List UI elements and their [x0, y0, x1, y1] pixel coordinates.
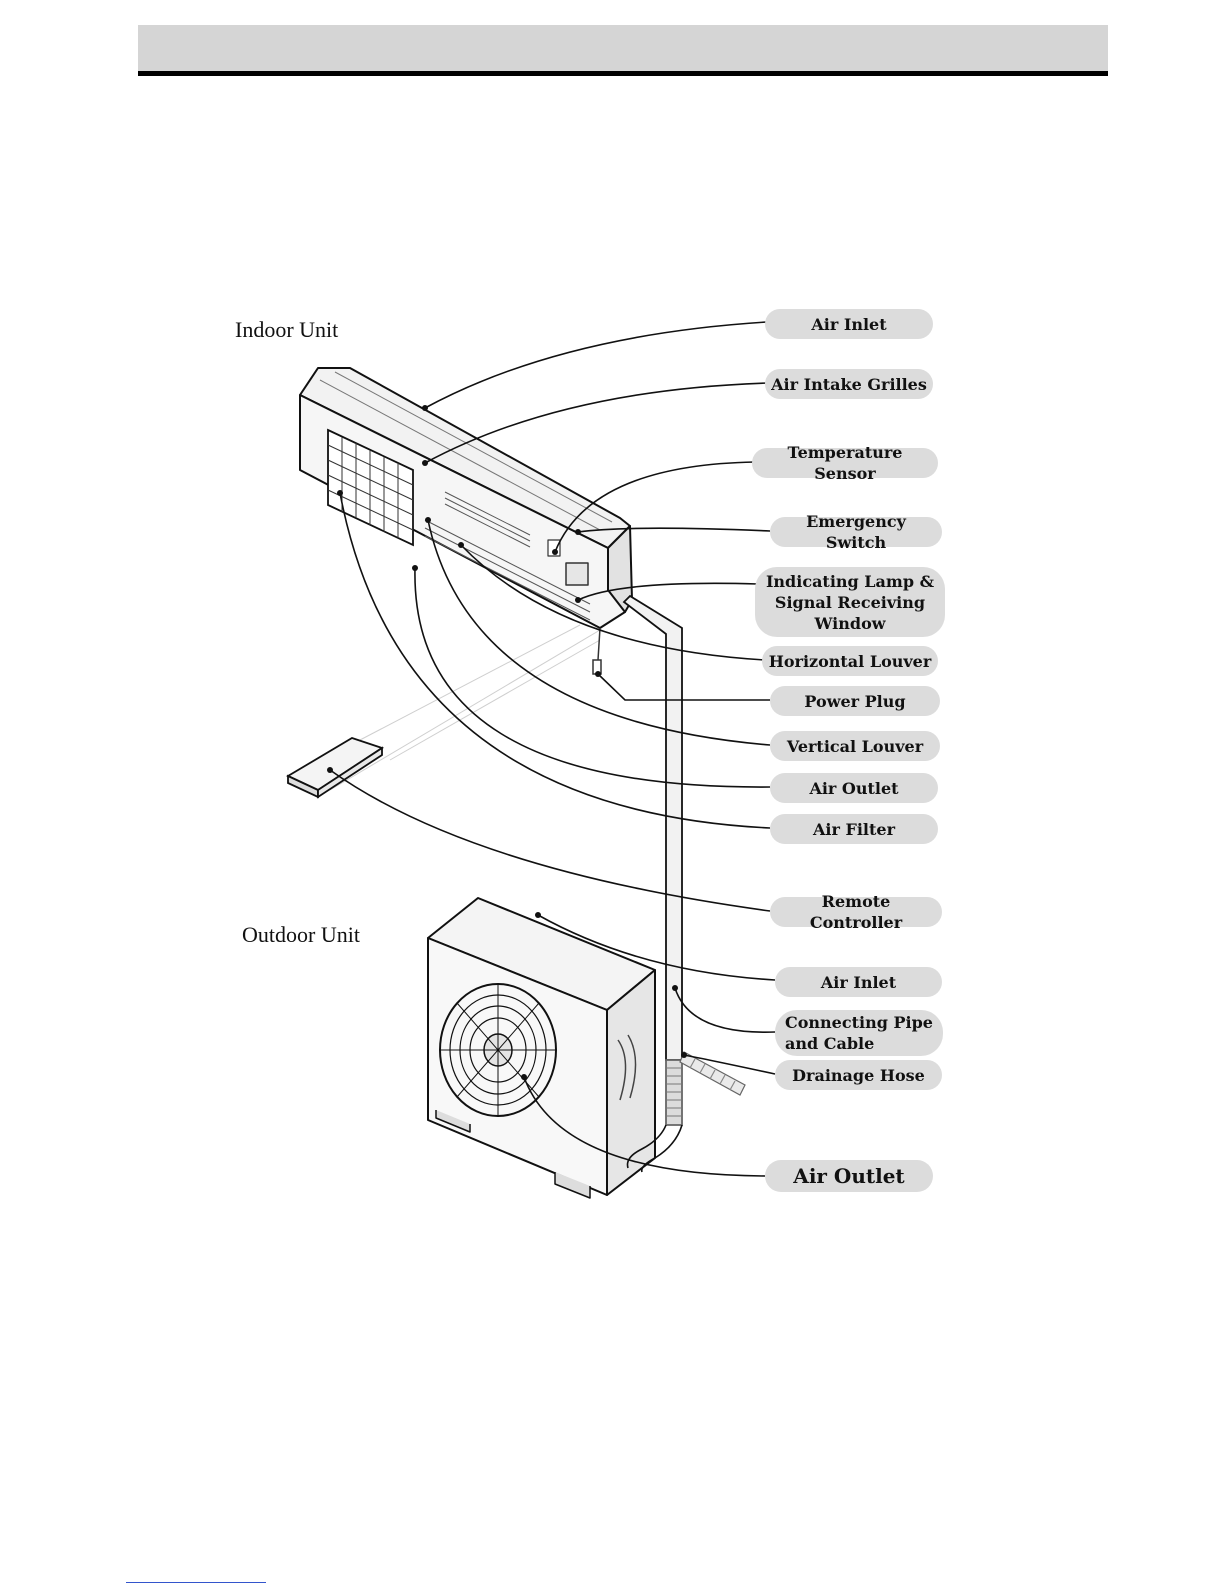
callout-emergency-switch: Emergency Switch	[770, 517, 942, 547]
indoor-unit-title: Indoor Unit	[235, 317, 338, 343]
callout-label: Air Outlet	[809, 778, 898, 799]
callout-label: Air Intake Grilles	[771, 374, 927, 395]
drainage-hose	[680, 1052, 745, 1095]
callout-vertical-louver: Vertical Louver	[770, 731, 940, 761]
callout-label-line-3: Window	[814, 613, 885, 634]
callout-power-plug: Power Plug	[770, 686, 940, 716]
callout-label-line-2: Signal Receiving	[775, 592, 925, 613]
callout-label-line-1: Connecting Pipe	[785, 1012, 933, 1033]
callout-label: Power Plug	[804, 691, 905, 712]
callout-label: Air Outlet	[793, 1166, 904, 1187]
outdoor-unit	[428, 898, 655, 1198]
callout-label: Drainage Hose	[792, 1065, 925, 1086]
callout-label: Emergency Switch	[776, 511, 936, 553]
callout-air-filter: Air Filter	[770, 814, 938, 844]
callout-label: Air Filter	[813, 819, 895, 840]
footer-rule	[126, 1582, 266, 1583]
callout-horizontal-louver: Horizontal Louver	[762, 646, 938, 676]
callout-label-line-1: Indicating Lamp &	[766, 571, 934, 592]
callout-air-outlet-indoor: Air Outlet	[770, 773, 938, 803]
callout-drainage-hose: Drainage Hose	[775, 1060, 942, 1090]
callout-label: Vertical Louver	[787, 736, 923, 757]
fan-guard	[440, 984, 556, 1116]
callout-indicating-lamp: Indicating Lamp & Signal Receiving Windo…	[755, 567, 945, 637]
signal-beam	[330, 625, 600, 790]
callout-air-intake-grilles: Air Intake Grilles	[765, 369, 933, 399]
callout-remote-controller: Remote Controller	[770, 897, 942, 927]
callout-connecting-pipe: Connecting Pipe and Cable	[775, 1010, 943, 1056]
callout-label-line-2: and Cable	[785, 1033, 874, 1054]
callout-label: Air Inlet	[811, 314, 886, 335]
callout-label: Remote Controller	[776, 891, 936, 933]
callout-label: Temperature Sensor	[758, 442, 932, 484]
callout-label: Air Inlet	[821, 972, 896, 993]
callout-label: Horizontal Louver	[769, 651, 932, 672]
power-plug	[593, 628, 601, 674]
callout-temperature-sensor: Temperature Sensor	[752, 448, 938, 478]
callout-air-outlet-outdoor: Air Outlet	[765, 1160, 933, 1192]
callout-air-inlet-top: Air Inlet	[765, 309, 933, 339]
outdoor-unit-title: Outdoor Unit	[242, 922, 360, 948]
callout-air-inlet-outdoor: Air Inlet	[775, 967, 942, 997]
